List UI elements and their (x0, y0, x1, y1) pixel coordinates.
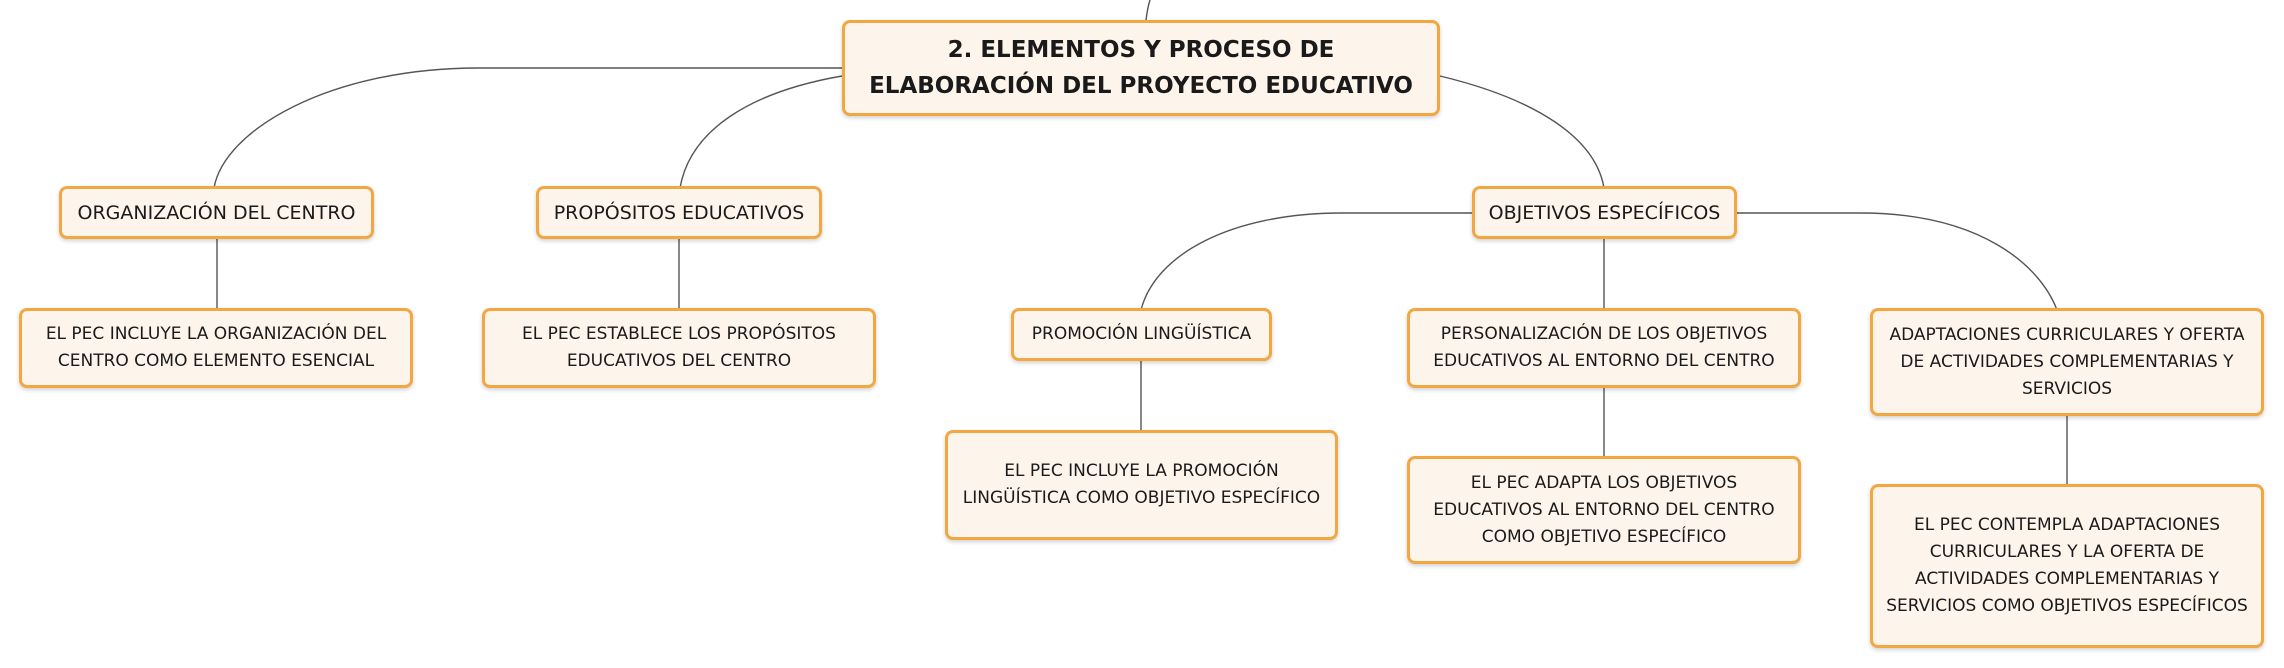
node-promocion-detail[interactable]: EL PEC INCLUYE LA PROMOCIÓN LINGÜÍSTICA … (945, 430, 1338, 540)
connector-root-parent (1145, 0, 1151, 21)
connector-objetivos-promocion (1140, 212, 1472, 311)
connector-root-objetivos (1439, 75, 1605, 189)
node-adaptaciones-detail[interactable]: EL PEC CONTEMPLA ADAPTACIONES CURRICULAR… (1870, 484, 2264, 648)
node-label: PROMOCIÓN LINGÜÍSTICA (1031, 324, 1252, 344)
connector-root-organizacion (213, 67, 842, 189)
node-propositos-educativos[interactable]: PROPÓSITOS EDUCATIVOS (536, 186, 822, 239)
node-text: EL PEC CONTEMPLA ADAPTACIONES CURRICULAR… (1886, 515, 2248, 616)
node-promocion-linguistica[interactable]: PROMOCIÓN LINGÜÍSTICA (1011, 308, 1272, 361)
node-label: PERSONALIZACIÓN DE LOS OBJETIVOS EDUCATI… (1433, 324, 1775, 371)
node-text: EL PEC ADAPTA LOS OBJETIVOS EDUCATIVOS A… (1433, 472, 1775, 547)
node-label: OBJETIVOS ESPECÍFICOS (1488, 201, 1721, 224)
root-node[interactable]: 2. ELEMENTOS Y PROCESO DE ELABORACIÓN DE… (842, 20, 1440, 116)
node-propositos-detail[interactable]: EL PEC ESTABLECE LOS PROPÓSITOS EDUCATIV… (482, 308, 876, 388)
root-title: 2. ELEMENTOS Y PROCESO DE ELABORACIÓN DE… (869, 37, 1413, 99)
node-personalizacion-detail[interactable]: EL PEC ADAPTA LOS OBJETIVOS EDUCATIVOS A… (1407, 456, 1801, 564)
node-label: PROPÓSITOS EDUCATIVOS (553, 201, 805, 224)
node-personalizacion-objetivos[interactable]: PERSONALIZACIÓN DE LOS OBJETIVOS EDUCATI… (1407, 308, 1801, 388)
node-organizacion-detail[interactable]: EL PEC INCLUYE LA ORGANIZACIÓN DEL CENTR… (19, 308, 413, 388)
node-organizacion-del-centro[interactable]: ORGANIZACIÓN DEL CENTRO (59, 186, 374, 239)
node-adaptaciones-curriculares[interactable]: ADAPTACIONES CURRICULARES Y OFERTA DE AC… (1870, 308, 2264, 416)
connector-objetivos-adaptaciones (1736, 212, 2058, 311)
node-text: EL PEC ESTABLECE LOS PROPÓSITOS EDUCATIV… (522, 324, 836, 371)
node-label: ADAPTACIONES CURRICULARES Y OFERTA DE AC… (1889, 324, 2245, 399)
node-text: EL PEC INCLUYE LA ORGANIZACIÓN DEL CENTR… (45, 324, 387, 371)
node-objetivos-especificos[interactable]: OBJETIVOS ESPECÍFICOS (1472, 186, 1737, 239)
node-text: EL PEC INCLUYE LA PROMOCIÓN LINGÜÍSTICA … (962, 461, 1321, 508)
node-label: ORGANIZACIÓN DEL CENTRO (77, 201, 356, 224)
connector-root-propositos (679, 75, 843, 189)
